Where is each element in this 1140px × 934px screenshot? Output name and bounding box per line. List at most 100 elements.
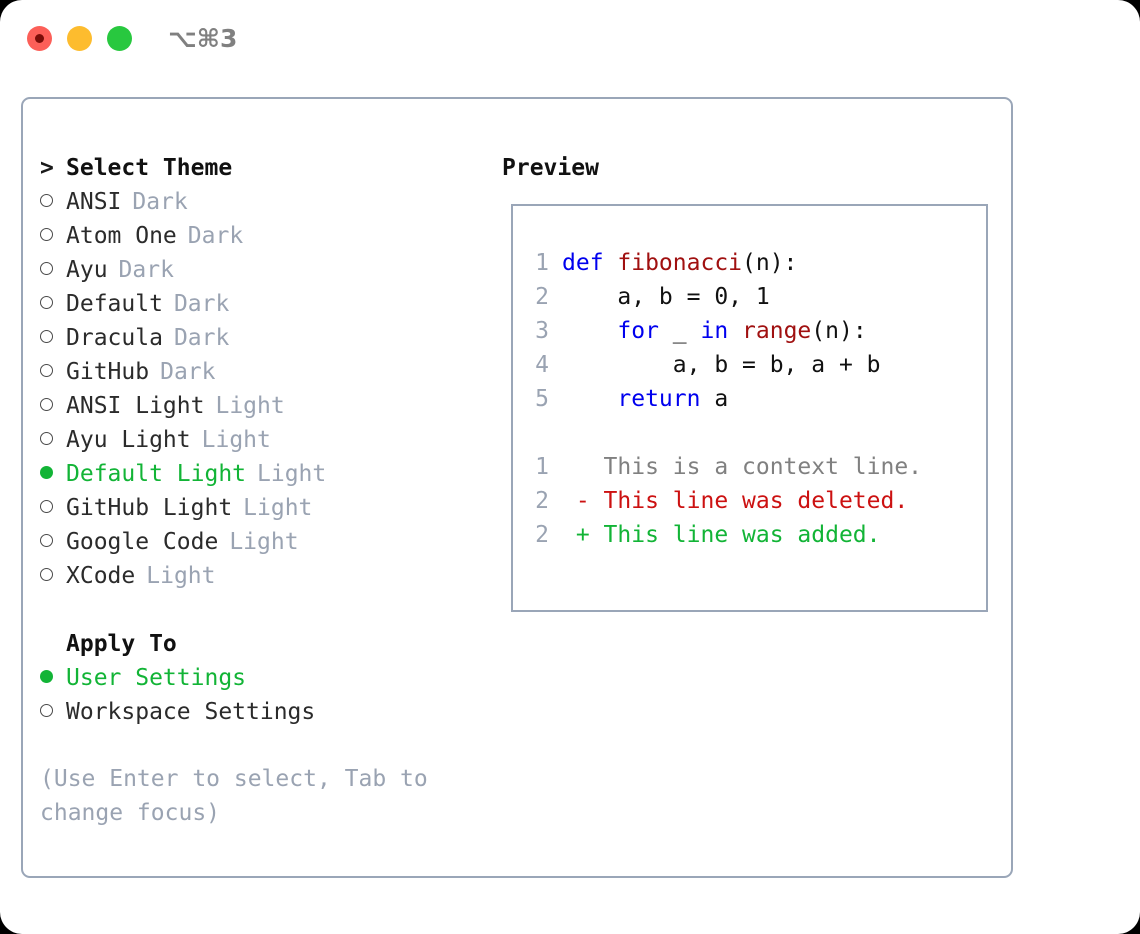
row-label: GitHub [66,359,150,385]
code-token: a [714,386,729,412]
theme-option-github-light[interactable]: GitHub Light Light [40,491,490,525]
line-number: 2 [535,522,549,548]
code-token: range [742,318,812,344]
theme-option-dracula[interactable]: Dracula Dark [40,321,490,355]
radio-unselected-icon [40,185,66,219]
theme-option-atom-one[interactable]: Atom One Dark [40,219,490,253]
radio-dot [40,398,53,411]
keyboard-shortcut-label: ⌥⌘3 [168,24,238,53]
section-spacer [40,593,490,627]
row-label: XCode [66,563,136,589]
theme-list-header: > Select Theme [40,151,490,185]
code-token: for [562,318,673,344]
diff-text: This is a context line. [562,454,923,480]
code-line: 1 def fibonacci(n): [523,246,983,280]
code-line: 3 for _ in range(n): [523,314,983,348]
theme-variant-tag: Dark [118,257,174,283]
title-bar: ⌥⌘3 [0,0,1140,78]
radio-unselected-icon [40,287,66,321]
prompt-caret-icon: > [40,155,54,181]
row-label: Workspace Settings [66,699,316,725]
radio-selected-icon [40,661,66,695]
theme-option-github[interactable]: GitHub Dark [40,355,490,389]
row-label: Default Light [66,461,247,487]
radio-unselected-icon [40,423,66,457]
radio-dot [40,330,53,343]
row-label: Google Code [66,529,219,555]
radio-dot [40,670,53,683]
row-label: Dracula [66,325,163,351]
row-label: Ayu Light [66,427,191,453]
code-token: a, b = b, a + b [562,352,881,378]
row-label: Apply To [66,631,177,657]
theme-variant-tag: Light [229,529,299,555]
close-window-button[interactable] [27,26,52,51]
code-token: fibonacci [617,250,743,276]
radio-unselected-icon [40,695,66,729]
radio-dot [40,194,53,207]
row-label: GitHub Light [66,495,233,521]
radio-unselected-icon [40,491,66,525]
code-line: 2 a, b = 0, 1 [523,280,983,314]
row-label: ANSI [66,189,122,215]
keyboard-hint-text: (Use Enter to select, Tab to change focu… [40,766,428,826]
diff-line-del: 2 - This line was deleted. [523,484,983,518]
code-token: in [700,318,743,344]
line-number: 4 [535,352,549,378]
code-blank-line [523,416,983,450]
theme-variant-tag: Light [201,427,271,453]
apply-to-option-user-settings[interactable]: User Settings [40,661,490,695]
radio-dot [40,534,53,547]
theme-option-ayu-light[interactable]: Ayu Light Light [40,423,490,457]
theme-option-xcode[interactable]: XCode Light [40,559,490,593]
radio-unselected-icon [40,253,66,287]
code-token: _ [672,318,701,344]
radio-dot [40,704,53,717]
theme-option-default[interactable]: Default Dark [40,287,490,321]
radio-dot [40,364,53,377]
line-number: 1 [535,250,549,276]
theme-variant-tag: Dark [173,291,230,317]
theme-variant-tag: Dark [187,223,244,249]
minimize-window-button[interactable] [67,26,92,51]
diff-line-ctx: 1 This is a context line. [523,450,983,484]
preview-title: Preview [502,155,599,181]
line-number: 1 [535,454,549,480]
theme-variant-tag: Light [146,563,216,589]
row-label: Ayu [66,257,108,283]
radio-unselected-icon [40,355,66,389]
theme-variant-tag: Dark [173,325,230,351]
radio-unselected-icon [40,525,66,559]
theme-option-google-code[interactable]: Google Code Light [40,525,490,559]
theme-variant-tag: Light [243,495,313,521]
radio-unselected-icon [40,321,66,355]
diff-text: + This line was added. [562,522,881,548]
row-label: User Settings [66,665,247,691]
radio-unselected-icon [40,219,66,253]
row-label: Atom One [66,223,177,249]
radio-dot [40,500,53,513]
code-token: (n): [742,250,798,276]
code-line: 5 return a [523,382,983,416]
row-label: Select Theme [66,155,233,181]
maximize-window-button[interactable] [107,26,132,51]
apply-to-option-workspace-settings[interactable]: Workspace Settings [40,695,490,729]
theme-variant-tag: Dark [160,359,216,385]
code-token: a, b = 0, 1 [562,284,770,310]
radio-unselected-icon [40,389,66,423]
row-label: Default [66,291,163,317]
code-token: def [562,250,618,276]
theme-option-ayu[interactable]: Ayu Dark [40,253,490,287]
line-number: 5 [535,386,549,412]
radio-dot [40,228,53,241]
diff-text: - This line was deleted. [562,488,909,514]
theme-variant-tag: Light [215,393,285,419]
code-line: 4 a, b = b, a + b [523,348,983,382]
